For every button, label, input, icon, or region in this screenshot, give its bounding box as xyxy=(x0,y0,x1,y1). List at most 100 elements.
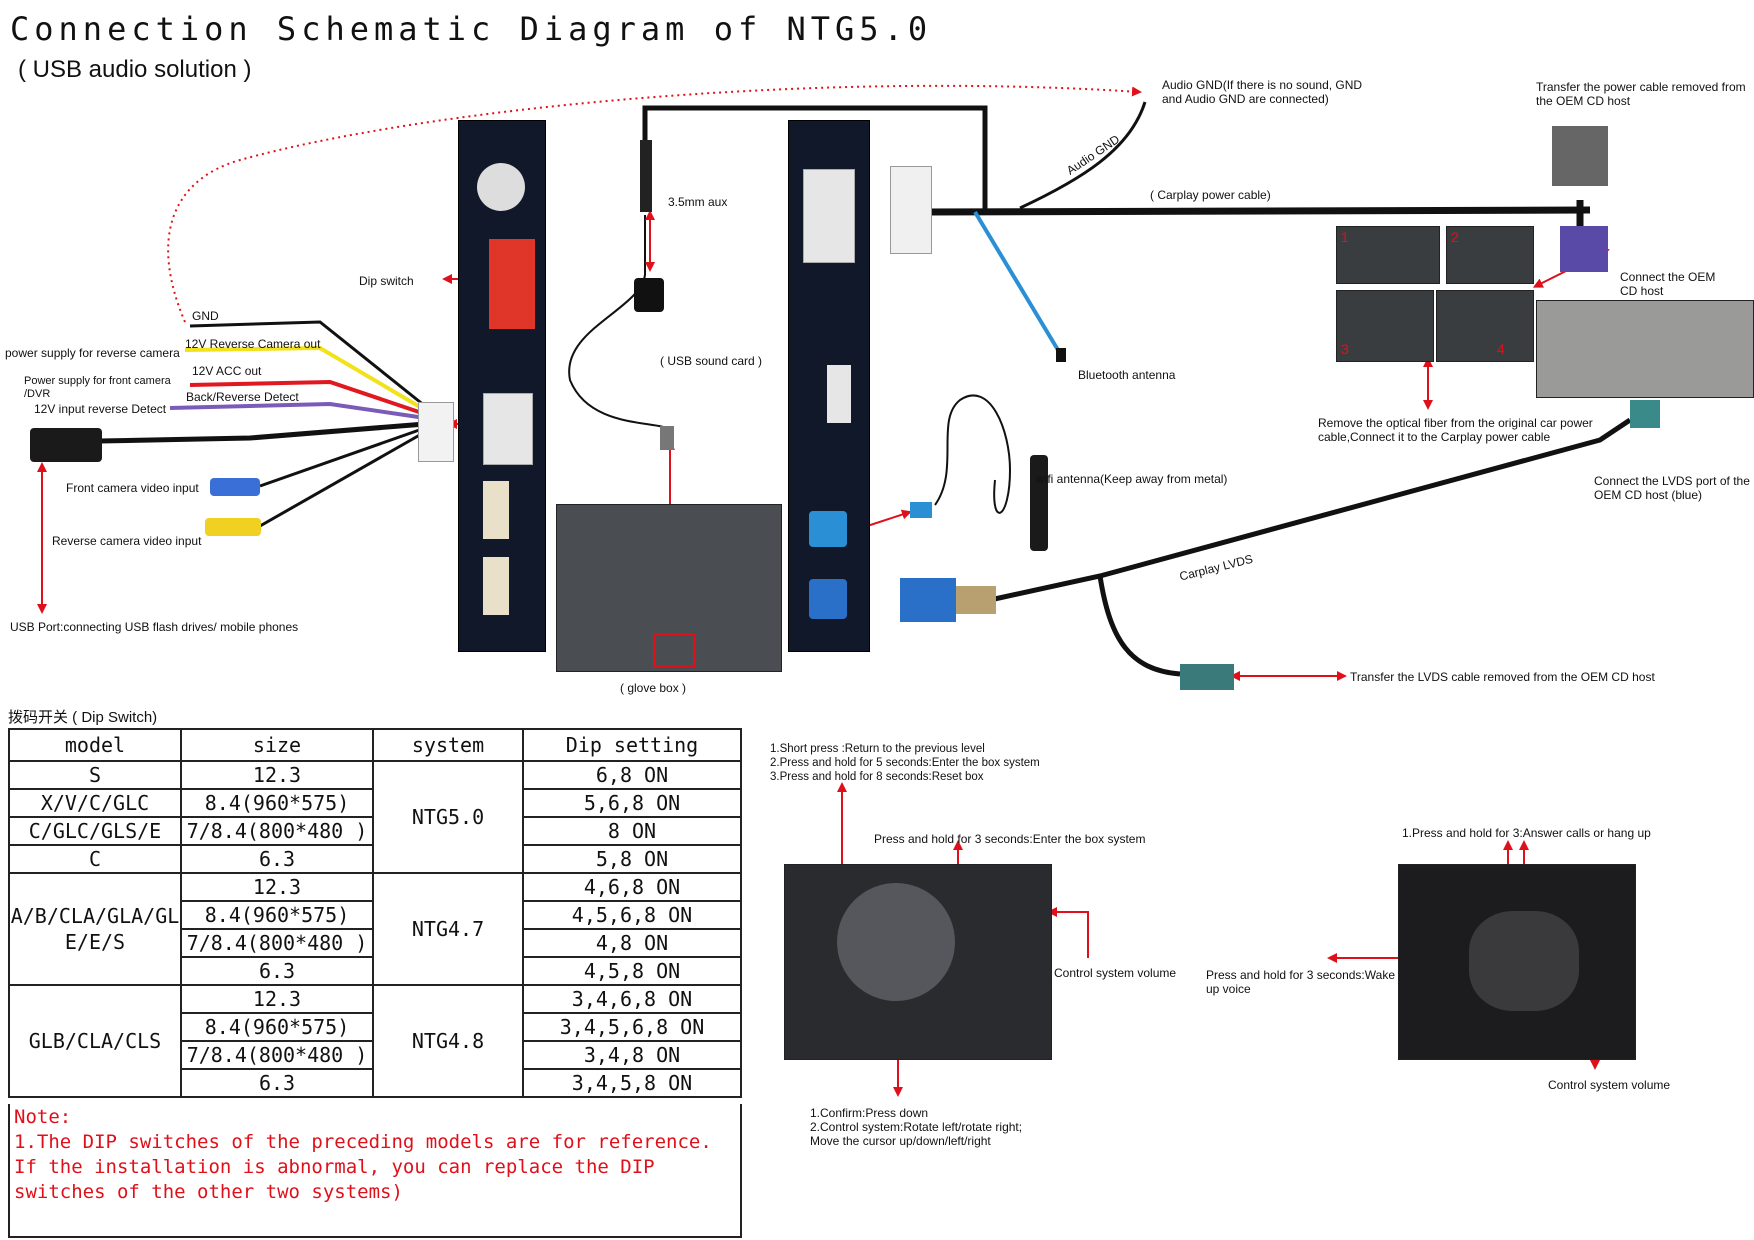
round-label-sticker xyxy=(477,163,525,211)
harness-connector xyxy=(418,402,454,462)
wifi-port[interactable] xyxy=(809,511,847,547)
usb-plug xyxy=(660,426,674,450)
cell-size: 8.4(960*575) xyxy=(180,900,374,930)
label-transfer-power: Transfer the power cable removed from th… xyxy=(1536,80,1746,108)
label-answer-calls: 1.Press and hold for 3:Answer calls or h… xyxy=(1402,826,1651,840)
cell-dip: 3,4,8 ON xyxy=(522,1040,742,1070)
oem-cd-host-photo xyxy=(1536,300,1754,398)
carplay-lvds-cable xyxy=(989,417,1632,603)
decoder-box-left xyxy=(458,120,546,652)
label-wifi: wifi antenna(Keep away from metal) xyxy=(1036,472,1228,486)
glove-box-photo xyxy=(556,504,782,672)
usb-cable xyxy=(99,421,426,444)
cell-dip: 5,6,8 ON xyxy=(522,788,742,818)
cell-model: C/GLC/GLS/E xyxy=(8,816,182,846)
cell-dip: 4,6,8 ON xyxy=(522,872,742,902)
cell-size: 12.3 xyxy=(180,872,374,902)
cell-model: S xyxy=(8,760,182,790)
label-control-volume-2: Control system volume xyxy=(1548,1078,1671,1092)
install-photo-1: 1 xyxy=(1336,226,1440,284)
cell-dip: 8 ON xyxy=(522,816,742,846)
label-gnd: GND xyxy=(192,309,219,323)
cell-system: NTG4.7 xyxy=(372,872,524,986)
camera-port-1[interactable] xyxy=(483,481,509,539)
bluetooth-wire xyxy=(973,210,1060,352)
page-title: Connection Schematic Diagram of NTG5.0 xyxy=(10,10,933,48)
col-dip: Dip setting xyxy=(522,728,742,762)
harness-port[interactable] xyxy=(483,393,533,465)
hdmi-port[interactable] xyxy=(827,365,851,423)
cell-dip: 3,4,5,6,8 ON xyxy=(522,1012,742,1042)
label-transfer-lvds: Transfer the LVDS cable removed from the… xyxy=(1350,670,1655,684)
page-subtitle: ( USB audio solution ) xyxy=(18,56,252,83)
bluetooth-antenna-tip xyxy=(1056,348,1066,362)
cell-model: C xyxy=(8,844,182,874)
cell-size: 6.3 xyxy=(180,956,374,986)
label-reverse-video: Reverse camera video input xyxy=(52,534,202,548)
label-input-reverse: 12V input reverse Detect xyxy=(34,402,167,416)
cell-size: 6.3 xyxy=(180,1068,374,1098)
cell-model: X/V/C/GLC xyxy=(8,788,182,818)
steering-wheel-photo xyxy=(1398,864,1636,1060)
label-usb-port: USB Port:connecting USB flash drives/ mo… xyxy=(10,620,299,634)
label-carplay-power: ( Carplay power cable) xyxy=(1150,188,1271,202)
dip-switch-block[interactable] xyxy=(489,239,535,329)
lvds-connector-metal xyxy=(956,586,996,614)
note-text: 1.The DIP switches of the preceding mode… xyxy=(14,1131,712,1203)
reverse-out-wire xyxy=(184,345,427,412)
lvds-connector-blue xyxy=(900,578,956,622)
cell-size: 7/8.4(800*480 ) xyxy=(180,1040,374,1070)
cell-size: 7/8.4(800*480 ) xyxy=(180,816,374,846)
power-cable-connector xyxy=(890,166,932,254)
cell-size: 8.4(960*575) xyxy=(180,1012,374,1042)
reverse-detect-wire xyxy=(169,401,426,420)
photo-number-1: 1 xyxy=(1341,229,1349,245)
label-power-reverse: power supply for reverse camera xyxy=(5,346,180,360)
lvds-branch-connector xyxy=(1180,664,1234,690)
lvds-port[interactable] xyxy=(809,579,847,619)
volume-arrow xyxy=(1047,907,1089,958)
wifi-cable xyxy=(934,394,1012,514)
rotary-knob-photo xyxy=(784,864,1052,1060)
install-photo-2: 2 xyxy=(1446,226,1534,284)
label-audio-gnd-note: Audio GND(If there is no sound, GND and … xyxy=(1162,78,1363,106)
usb-sound-card xyxy=(634,278,664,312)
photo-number-3: 3 xyxy=(1341,341,1349,357)
label-remove-fiber: Remove the optical fiber from the origin… xyxy=(1318,416,1593,444)
sound-card-cable xyxy=(568,215,671,431)
oem-harness xyxy=(1560,226,1608,272)
cell-dip: 5,8 ON xyxy=(522,844,742,874)
acc-out-wire xyxy=(189,379,426,416)
rotary-knob xyxy=(837,883,955,1001)
reverse-camera-rca xyxy=(205,518,261,536)
label-back-reverse: Back/Reverse Detect xyxy=(186,390,299,404)
label-connect-oem: Connect the OEM CD host xyxy=(1620,270,1716,298)
cell-system: NTG5.0 xyxy=(372,760,524,874)
label-glove-box: ( glove box ) xyxy=(620,681,687,695)
cell-dip: 3,4,5,8 ON xyxy=(522,1068,742,1098)
power-port[interactable] xyxy=(803,169,855,263)
audio-gnd-wire xyxy=(1019,101,1147,210)
cell-size: 12.3 xyxy=(180,760,374,790)
label-wake-voice: Press and hold for 3 seconds:Wake up voi… xyxy=(1206,968,1395,996)
cell-dip: 4,8 ON xyxy=(522,928,742,958)
wifi-antenna xyxy=(1030,455,1048,551)
cell-model: GLB/CLA/CLS xyxy=(8,984,182,1098)
cell-dip: 4,5,6,8 ON xyxy=(522,900,742,930)
label-acc-out: 12V ACC out xyxy=(192,364,262,378)
cell-system: NTG4.8 xyxy=(372,984,524,1098)
aux-plug xyxy=(640,140,652,212)
decoder-box-right xyxy=(788,120,870,652)
gnd-wire xyxy=(189,320,426,408)
front-video-wire xyxy=(259,426,426,488)
label-usb-sound-card: ( USB sound card ) xyxy=(660,354,763,368)
camera-port-2[interactable] xyxy=(483,557,509,615)
label-power-front: Power supply for front camera /DVR xyxy=(24,375,171,400)
photo-number-4: 4 xyxy=(1497,341,1505,357)
steering-buttons xyxy=(1469,911,1579,1011)
label-control-volume: Control system volume xyxy=(1054,966,1177,980)
dip-setting-table: model size system Dip setting S 12.3 NTG… xyxy=(8,728,742,1098)
glove-box-usb-highlight xyxy=(653,633,695,667)
wifi-connector xyxy=(910,502,932,518)
col-system: system xyxy=(372,728,524,762)
